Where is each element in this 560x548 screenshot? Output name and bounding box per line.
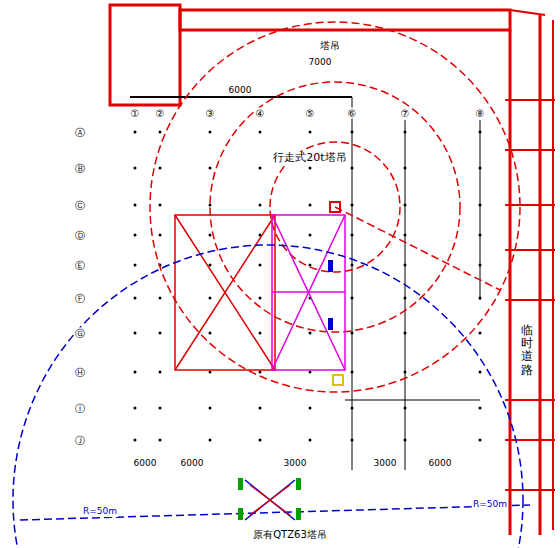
axis-label: Ⓔ xyxy=(74,260,86,271)
dimension: 7000 xyxy=(308,58,333,68)
axis-label: Ⓑ xyxy=(74,163,86,174)
crane-title: 塔吊 xyxy=(319,40,341,51)
axis-label: ④ xyxy=(255,108,266,119)
dimension: 3000 xyxy=(283,459,308,469)
radius-label: R=50m xyxy=(82,507,118,517)
dimension: 6000 xyxy=(133,459,158,469)
axis-label: Ⓗ xyxy=(74,367,86,378)
axis-label: Ⓖ xyxy=(74,328,86,339)
dimension: 6000 xyxy=(228,86,253,96)
radius-label: R=50m xyxy=(472,500,508,510)
crane-label: 原有QTZ63塔吊 xyxy=(252,529,328,540)
axis-label: Ⓕ xyxy=(74,293,86,304)
axis-label: Ⓘ xyxy=(74,403,86,414)
dimension: 6000 xyxy=(428,459,453,469)
dimension: 3000 xyxy=(373,459,398,469)
axis-label: Ⓐ xyxy=(74,127,86,138)
axis-label: ③ xyxy=(205,108,216,119)
axis-label: ⑦ xyxy=(400,108,411,119)
axis-label: ① xyxy=(130,108,141,119)
axis-label: Ⓙ xyxy=(74,435,86,446)
axis-label: Ⓒ xyxy=(74,200,86,211)
axis-label: Ⓓ xyxy=(74,230,86,241)
axis-label: ② xyxy=(155,108,166,119)
axis-label: ⑥ xyxy=(347,108,358,119)
dimension: 6000 xyxy=(180,459,205,469)
road-label: 临时道路 xyxy=(520,324,534,377)
crane-label: 行走式20t塔吊 xyxy=(272,152,347,164)
axis-label: ⑤ xyxy=(305,108,316,119)
axis-label: ⑧ xyxy=(475,108,486,119)
